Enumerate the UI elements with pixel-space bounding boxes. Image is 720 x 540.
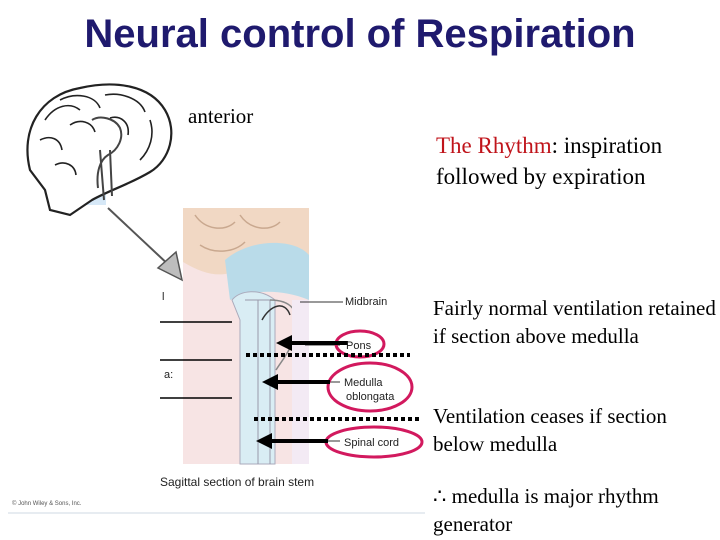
bullet-section-above: Fairly normal ventilation retained if se… [433,296,716,348]
arrows [256,335,348,449]
svg-text:a:: a: [164,369,173,381]
figure-caption: Sagittal section of brain stem [160,475,314,489]
rhythm-body: inspiration followed by expiration [436,133,663,189]
rhythm-heading: The Rhythm [436,133,552,158]
copyright-note: © John Wiley & Sons, Inc. [12,500,82,507]
midbrain-label: Midbrain [345,296,387,308]
zoom-pointer [107,207,184,282]
rhythm-colon: : [551,133,559,158]
brain-thumbnail [26,83,173,217]
bullet-section-below: Ventilation ceases if section below medu… [433,404,667,456]
medulla-highlight [326,361,414,413]
medulla-label-line2: oblongata [346,391,395,403]
section-lines [246,353,422,421]
medulla-label-line1: Medulla [344,377,383,389]
spinal-cord-label: Spinal cord [344,437,399,449]
bullet-conclusion: ∴ medulla is major rhythm generator [433,484,659,536]
pons-label: Pons [346,340,372,352]
rhythm-block: The Rhythm: inspiration followed by expi… [436,130,716,192]
left-section-lines: l a: [160,291,232,399]
slide-title: Neural control of Respiration [84,12,636,56]
svg-text:l: l [162,291,164,303]
anterior-label: anterior [188,104,254,128]
